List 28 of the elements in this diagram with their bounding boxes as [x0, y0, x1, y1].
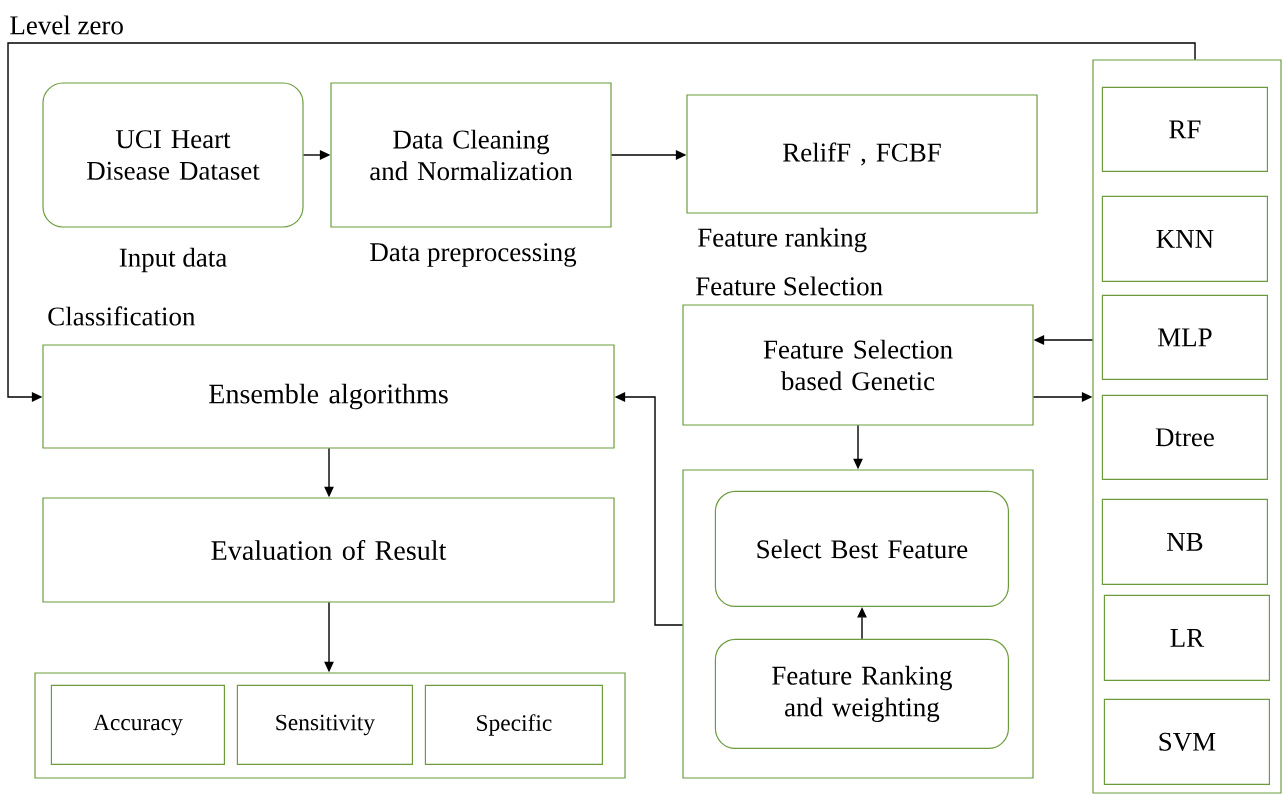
- rounded-box: Feature Ranking and weighting: [714, 638, 1009, 749]
- process-box: Specific: [424, 684, 603, 765]
- process-box: KNN: [1101, 195, 1268, 282]
- process-box: RelifF , FCBF: [686, 94, 1038, 214]
- rounded-box: Select Best Feature: [714, 490, 1009, 607]
- group-box: [1092, 59, 1282, 794]
- caption-text: Classification: [48, 306, 196, 326]
- process-box: Accuracy: [50, 684, 225, 765]
- process-box: Ensemble algorithms: [42, 344, 615, 449]
- caption-text: Feature ranking: [698, 227, 867, 253]
- caption-text: Input data: [119, 247, 227, 273]
- arrow: [7, 42, 1196, 402]
- process-box: NB: [1101, 498, 1268, 585]
- caption-text: Data preprocessing: [370, 243, 577, 267]
- process-box: SVM: [1103, 698, 1270, 785]
- process-box: Dtree: [1101, 394, 1268, 480]
- edge-label: Level zero: [8, 14, 126, 36]
- rounded-box: UCI Heart Disease Dataset: [42, 82, 304, 228]
- caption-text: Feature Selection: [696, 276, 883, 296]
- process-box: Data Cleaning and Normalization: [330, 82, 612, 228]
- process-box: LR: [1103, 594, 1270, 681]
- process-box: MLP: [1101, 294, 1268, 380]
- group-box: [682, 469, 1034, 779]
- group-box: [34, 672, 626, 779]
- process-box: Feature Selection based Genetic: [682, 304, 1034, 426]
- process-box: Evaluation of Result: [42, 497, 615, 603]
- process-box: Sensitivity: [236, 684, 413, 765]
- process-box: RF: [1101, 86, 1268, 172]
